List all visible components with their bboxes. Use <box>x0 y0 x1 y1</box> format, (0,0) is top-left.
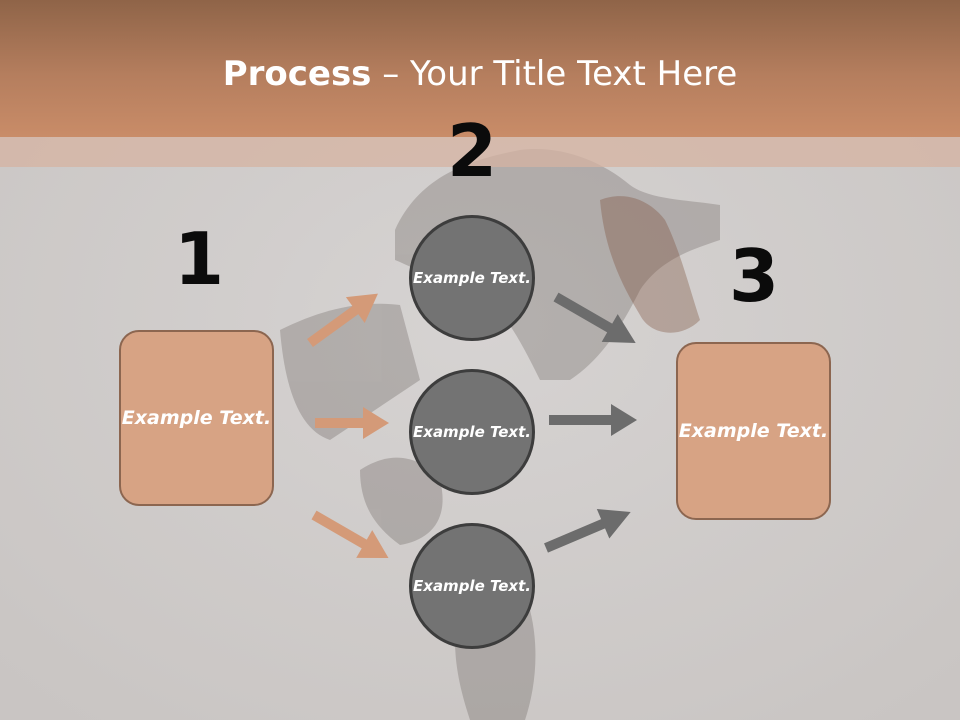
step-number-2: 2 <box>446 109 498 193</box>
title-bold-part: Process <box>222 54 372 94</box>
process-circle-top: Example Text. <box>409 215 535 341</box>
right-process-box: Example Text. <box>676 342 831 520</box>
left-box-text: Example Text. <box>121 406 272 429</box>
title-bar <box>0 0 960 137</box>
circle-bottom-text: Example Text. <box>413 576 531 595</box>
step-number-1: 1 <box>173 217 225 301</box>
arrow-right-orange <box>315 407 389 439</box>
step-number-3: 3 <box>728 234 780 318</box>
process-circle-middle: Example Text. <box>409 369 535 495</box>
arrow-up-right-orange <box>307 293 378 348</box>
left-process-box: Example Text. <box>119 330 274 506</box>
arrow-down-right-gray <box>553 292 636 343</box>
dancer-hair <box>600 196 700 333</box>
arrow-down-right-orange <box>311 510 389 558</box>
arrow-right-gray <box>549 404 637 436</box>
circle-middle-text: Example Text. <box>413 422 531 441</box>
title-rest-part: – Your Title Text Here <box>371 54 738 94</box>
right-box-text: Example Text. <box>678 419 829 442</box>
circle-top-text: Example Text. <box>413 268 531 287</box>
slide-title: Process – Your Title Text Here <box>0 52 960 96</box>
process-circle-bottom: Example Text. <box>409 523 535 649</box>
title-band <box>0 137 960 167</box>
arrow-up-right-gray <box>544 509 631 553</box>
